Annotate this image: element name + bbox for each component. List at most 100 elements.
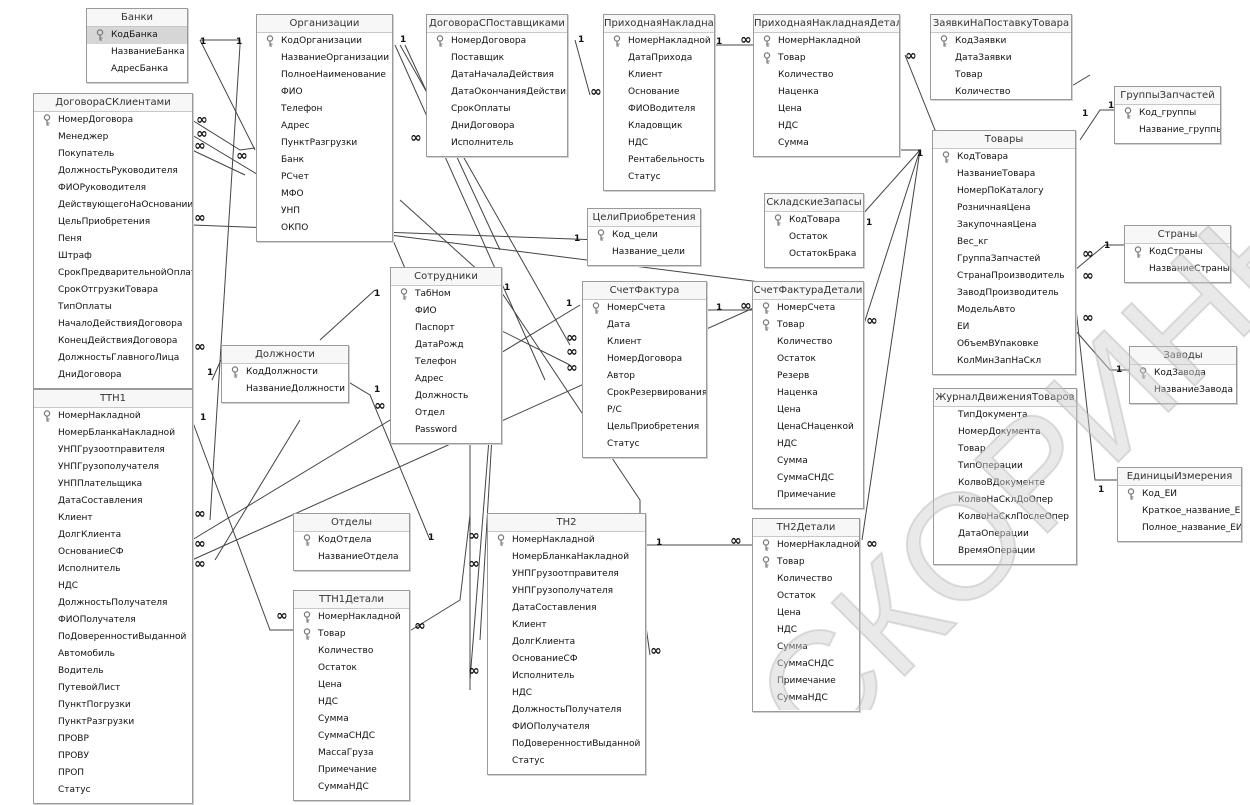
field-row[interactable]: Код_цели — [588, 227, 700, 244]
field-row[interactable]: ТипОплаты — [34, 299, 192, 316]
field-row[interactable]: Код_группы — [1115, 105, 1220, 122]
field-row[interactable]: Товар — [294, 626, 409, 643]
field-row[interactable]: Остаток — [753, 588, 859, 605]
field-row[interactable]: Название_группы — [1115, 122, 1220, 139]
relationship-line[interactable] — [1074, 329, 1129, 371]
field-row[interactable]: ДатаСоставления — [488, 600, 645, 617]
field-row[interactable]: УНПГрузополучателя — [34, 459, 192, 476]
field-row[interactable]: НазваниеЗавода — [1130, 382, 1236, 399]
field-row[interactable]: НомерСчета — [583, 300, 706, 317]
field-row[interactable]: КодДолжности — [222, 364, 348, 381]
field-row[interactable]: Адрес — [391, 371, 501, 388]
field-row[interactable]: ДатаНачалаДействия — [427, 67, 567, 84]
field-row[interactable]: ТипДокумента — [934, 407, 1076, 424]
field-row[interactable]: ЦельПриобретения — [583, 419, 706, 436]
field-row[interactable]: Товар — [754, 50, 899, 67]
table-title[interactable]: Заводы — [1130, 347, 1236, 365]
field-row[interactable]: НазваниеТовара — [933, 166, 1075, 183]
field-row[interactable]: ПРОП — [34, 765, 192, 782]
table-title[interactable]: ДоговораСПоставщиками — [427, 15, 567, 33]
field-row[interactable]: ДатаОкончанияДействия — [427, 84, 567, 101]
table-title[interactable]: Сотрудники — [391, 268, 501, 286]
field-row[interactable]: ДатаРожд — [391, 337, 501, 354]
field-row[interactable]: ТабНом — [391, 286, 501, 303]
field-row[interactable]: НомерПоКаталогу — [933, 183, 1075, 200]
field-row[interactable]: ПунктПогрузки — [34, 697, 192, 714]
field-row[interactable]: НомерНакладной — [604, 33, 714, 50]
field-row[interactable]: СуммаСНДС — [753, 656, 859, 673]
field-row[interactable]: ДолгКлиента — [34, 527, 192, 544]
field-row[interactable]: НДС — [34, 578, 192, 595]
field-row[interactable]: КодОтдела — [294, 532, 409, 549]
field-row[interactable]: Автор — [583, 368, 706, 385]
field-row[interactable]: Количество — [294, 643, 409, 660]
field-row[interactable]: Поставщик — [427, 50, 567, 67]
field-row[interactable]: Цена — [753, 402, 863, 419]
field-row[interactable]: КодЗавода — [1130, 365, 1236, 382]
field-row[interactable]: Товар — [753, 554, 859, 571]
relationship-line[interactable] — [1079, 109, 1114, 141]
relationship-line[interactable] — [214, 419, 301, 561]
field-row[interactable]: Наценка — [753, 385, 863, 402]
field-row[interactable]: НДС — [488, 685, 645, 702]
field-row[interactable]: Водитель — [34, 663, 192, 680]
table-title[interactable]: ТН2 — [488, 514, 645, 532]
field-row[interactable]: Покупатель — [34, 146, 192, 163]
field-row[interactable]: НазваниеБанка — [87, 44, 187, 61]
field-row[interactable]: ДатаСоставления — [34, 493, 192, 510]
field-row[interactable]: ЗаводПроизводитель — [933, 285, 1075, 302]
field-row[interactable]: АдресБанка — [87, 61, 187, 78]
field-row[interactable]: МассаГруза — [294, 745, 409, 762]
field-row[interactable]: КонецДействияДоговора — [34, 333, 192, 350]
field-row[interactable]: Паспорт — [391, 320, 501, 337]
field-row[interactable]: Количество — [754, 67, 899, 84]
field-row[interactable]: Автомобиль — [34, 646, 192, 663]
field-row[interactable]: КолвоНаСклДоОпер — [934, 492, 1076, 509]
field-row[interactable]: НомерБланкаНакладной — [34, 425, 192, 442]
relationship-line[interactable] — [344, 379, 431, 541]
table-title[interactable]: ПриходнаяНакладная — [604, 15, 714, 33]
field-row[interactable]: Товар — [934, 441, 1076, 458]
field-row[interactable]: ПРОВУ — [34, 748, 192, 765]
field-row[interactable]: Остаток — [294, 660, 409, 677]
field-row[interactable]: Штраф — [34, 248, 192, 265]
field-row[interactable]: КодЗаявки — [931, 33, 1071, 50]
field-row[interactable]: ЗакупочнаяЦена — [933, 217, 1075, 234]
relationship-line[interactable] — [574, 39, 591, 96]
field-row[interactable]: ГруппаЗапчастей — [933, 251, 1075, 268]
field-row[interactable]: Рентабельность — [604, 152, 714, 169]
field-row[interactable]: Примечание — [294, 762, 409, 779]
field-row[interactable]: ОбъемВУпаковке — [933, 336, 1075, 353]
field-row[interactable]: УНППлательщика — [34, 476, 192, 493]
field-row[interactable]: ЦельПриобретения — [34, 214, 192, 231]
field-row[interactable]: СуммаНДС — [294, 779, 409, 796]
field-row[interactable]: ПолноеНаименование — [257, 67, 392, 84]
field-row[interactable]: Товар — [931, 67, 1071, 84]
field-row[interactable]: КолвоНаСклПослеОпер — [934, 509, 1076, 526]
field-row[interactable]: ФИОРуководителя — [34, 180, 192, 197]
field-row[interactable]: ДолжностьПолучателя — [488, 702, 645, 719]
field-row[interactable]: НазваниеОтдела — [294, 549, 409, 566]
relationship-line[interactable] — [861, 149, 921, 541]
field-row[interactable]: Исполнитель — [34, 561, 192, 578]
relationship-line[interactable] — [1074, 299, 1117, 481]
field-row[interactable]: НачалоДействияДоговора — [34, 316, 192, 333]
field-row[interactable]: НДС — [604, 135, 714, 152]
table-title[interactable]: Товары — [933, 131, 1075, 149]
field-row[interactable]: СуммаСНДС — [294, 728, 409, 745]
field-row[interactable]: ЦенаСНаценкой — [753, 419, 863, 436]
relationship-line[interactable] — [499, 289, 641, 515]
table-title[interactable]: ГруппыЗапчастей — [1115, 87, 1220, 105]
field-row[interactable]: Сумма — [753, 639, 859, 656]
field-row[interactable]: ПоДоверенностиВыданной — [34, 629, 192, 646]
table-title[interactable]: Организации — [257, 15, 392, 33]
field-row[interactable]: Краткое_название_ЕИ — [1118, 503, 1241, 520]
